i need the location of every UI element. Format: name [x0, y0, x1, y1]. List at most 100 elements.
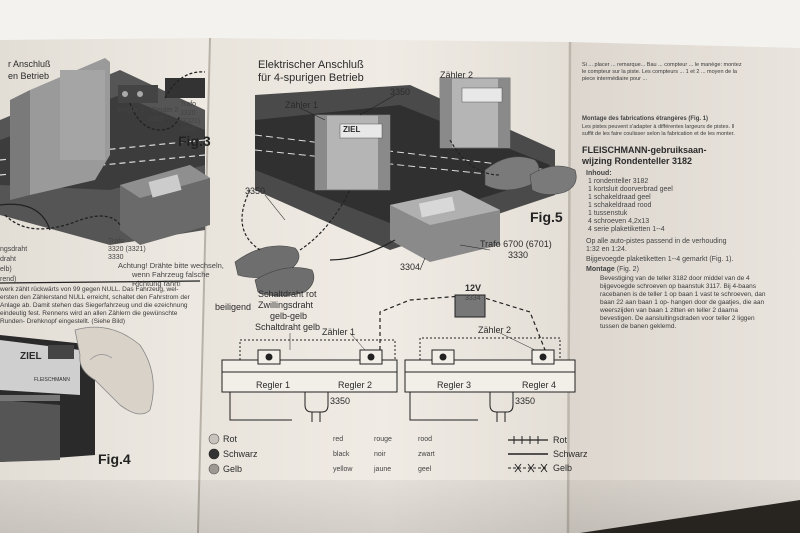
- zaehler2-bottom: Zähler 2: [478, 325, 512, 335]
- wiring-schematic: [221, 294, 576, 422]
- fig5-title-line2: für 4-spurigen Betrieb: [258, 72, 364, 84]
- voltage-label: 12V: [465, 283, 482, 293]
- gelb-gelb: gelb-gelb: [270, 311, 308, 321]
- legend-black: black: [333, 451, 350, 458]
- legend-yellow: yellow: [333, 466, 353, 473]
- montage-fr-label: Montage des fabrications étrangères (Fig…: [582, 116, 709, 122]
- draht-label: draht: [0, 256, 16, 263]
- num-3350-left: 3350: [245, 186, 266, 196]
- trafo-small: Trafo: [180, 101, 197, 108]
- num-3304: 3304: [400, 262, 421, 272]
- legend-schwarz2: Schwarz: [553, 449, 588, 459]
- inhoud-item: 1 schakeldraad rood: [588, 202, 652, 209]
- fig3-title-a: r Anschluß: [8, 59, 51, 69]
- fig4-label: Fig.4: [98, 451, 131, 467]
- counter-1-box: [221, 359, 398, 393]
- trafo-main-sub: 3330: [508, 250, 529, 260]
- legend-gelb2: Gelb: [553, 463, 573, 473]
- legend-gelb: Gelb: [223, 464, 243, 474]
- legend-yellow-dot: [208, 463, 220, 475]
- regler-2: Regler 2: [338, 380, 373, 390]
- page-fold-right: [566, 41, 572, 533]
- legend-rood: rood: [418, 436, 433, 443]
- inhoud-label: Inhoud:: [586, 170, 612, 177]
- num-3350-small: 3350: [148, 116, 164, 123]
- voltage-sub: 3334: [465, 295, 481, 302]
- schaltdraht-rot: Schaltdraht rot: [258, 289, 317, 299]
- schaltdraht-gelb: Schaltdraht gelb: [255, 322, 321, 332]
- num-3350-top: 3350: [390, 87, 411, 97]
- inhoud-item: 4 schroeven 4,2x13: [588, 218, 650, 225]
- elb-label: elb): [0, 266, 12, 273]
- num-3350-b1: 3350: [330, 396, 351, 406]
- trafo-main: Trafo 6700 (6701): [480, 239, 552, 249]
- ngsdraht-label: ngsdraht: [0, 246, 28, 253]
- regler-top-b: Regler 2: [152, 107, 179, 114]
- legend-zwart: zwart: [418, 451, 435, 458]
- fig5-title-line1: Elektrischer Anschluß: [258, 59, 364, 71]
- legend-schwarz: Schwarz: [223, 449, 258, 459]
- fig3-track-photo: [0, 58, 210, 245]
- legend-jaune: jaune: [374, 466, 392, 473]
- op-alle-2: 1:32 en 1:24.: [586, 246, 627, 253]
- fig5-track-photo: [234, 77, 577, 297]
- fleischmann-sign: FLEISCHMANN: [34, 377, 70, 383]
- zaehler1-top: Zähler 1: [285, 100, 319, 110]
- trafo-left-nums: 3320 (3321): [108, 246, 146, 253]
- legend-black-dot: [208, 448, 220, 460]
- num-3350-b2: 3350: [515, 396, 536, 406]
- zaehler2-top: Zähler 2: [440, 70, 474, 80]
- fig4-counter-photo: [0, 326, 154, 462]
- legend-red: red: [333, 436, 344, 443]
- fig5-label: Fig.5: [530, 209, 563, 225]
- page-fold-left: [197, 37, 211, 533]
- legend-geel: geel: [418, 466, 432, 473]
- montage-label: Montage: [586, 266, 615, 273]
- zaehler1-bottom: Zähler 1: [322, 327, 356, 337]
- regler-top-a: Regler 1: [118, 107, 145, 114]
- brand-heading-rest: -gebruiksaan-: [647, 145, 707, 155]
- brand-name: FLEISCHMANN: [582, 145, 648, 155]
- montage-fr-text: Les pistes peuvent s'adapter à différent…: [582, 124, 735, 137]
- montage-text: Bevestiging van de teller 3182 door midd…: [600, 275, 766, 330]
- regler-1: Regler 1: [256, 380, 291, 390]
- montage-fig: (Fig. 2): [616, 266, 639, 273]
- legend-symbols: [208, 433, 548, 475]
- inhoud-item: 1 tussenstuk: [588, 210, 628, 217]
- inhoud-item: 4 serie plaketiketten 1--4: [588, 226, 665, 233]
- left-paragraph: werk zählt rückwärts von 99 gegen NULL. …: [0, 286, 190, 325]
- achtung-line1: Achtung! Drähte bitte wechseln,: [118, 261, 224, 270]
- ziel-sign: ZIEL: [20, 351, 42, 362]
- regler-4: Regler 4: [522, 380, 557, 390]
- trafo-left-sub: 3330: [108, 254, 124, 261]
- rend-label: rend): [0, 276, 17, 283]
- fig3-title-b: en Betrieb: [8, 71, 50, 81]
- inhoud-item: 1 schakeldraad geel: [588, 194, 651, 201]
- fig3-label: Fig.3: [178, 133, 211, 149]
- right-page-panel: [568, 42, 800, 533]
- legend-rot2: Rot: [553, 435, 568, 445]
- inhoud-item: 1 rondenteller 3182: [588, 178, 649, 185]
- legend-red-dot: [208, 433, 220, 445]
- right-upper-text: Si ... placer ... remarque... Bau ... co…: [582, 62, 742, 82]
- brand-heading: FLEISCHMANN-gebruiksaan-: [582, 146, 707, 155]
- legend-rot: Rot: [223, 434, 238, 444]
- montage-heading: Montage (Fig. 2): [586, 266, 639, 273]
- counter-2-box: [404, 359, 576, 393]
- inhoud-item: 1 kortsluit doorverbrad geel: [588, 186, 673, 193]
- heading-line2: wijzing Rondenteller 3182: [582, 156, 693, 166]
- achtung-line3: Richtung fährt!: [132, 279, 181, 288]
- legend-noir: noir: [374, 451, 386, 458]
- beiligend-label: beiligend: [215, 302, 252, 312]
- bijgevoegde: Bijgevoegde plaketiketten 1--4 gemarkt (…: [586, 256, 734, 263]
- zwillingsdraht: Zwillingsdraht: [258, 300, 314, 310]
- achtung-line2: wenn Fahrzeug falsche: [132, 270, 210, 279]
- trafo-small-nums: 3320 (3321) 3330: [180, 110, 201, 133]
- ziel-sign-top: ZIEL: [343, 125, 361, 134]
- regler-3: Regler 3: [437, 380, 472, 390]
- op-alle: Op alle auto-pistes passend in de verhou…: [586, 238, 727, 245]
- trafo-left: Trafo: [108, 238, 125, 245]
- legend-rouge: rouge: [374, 436, 392, 443]
